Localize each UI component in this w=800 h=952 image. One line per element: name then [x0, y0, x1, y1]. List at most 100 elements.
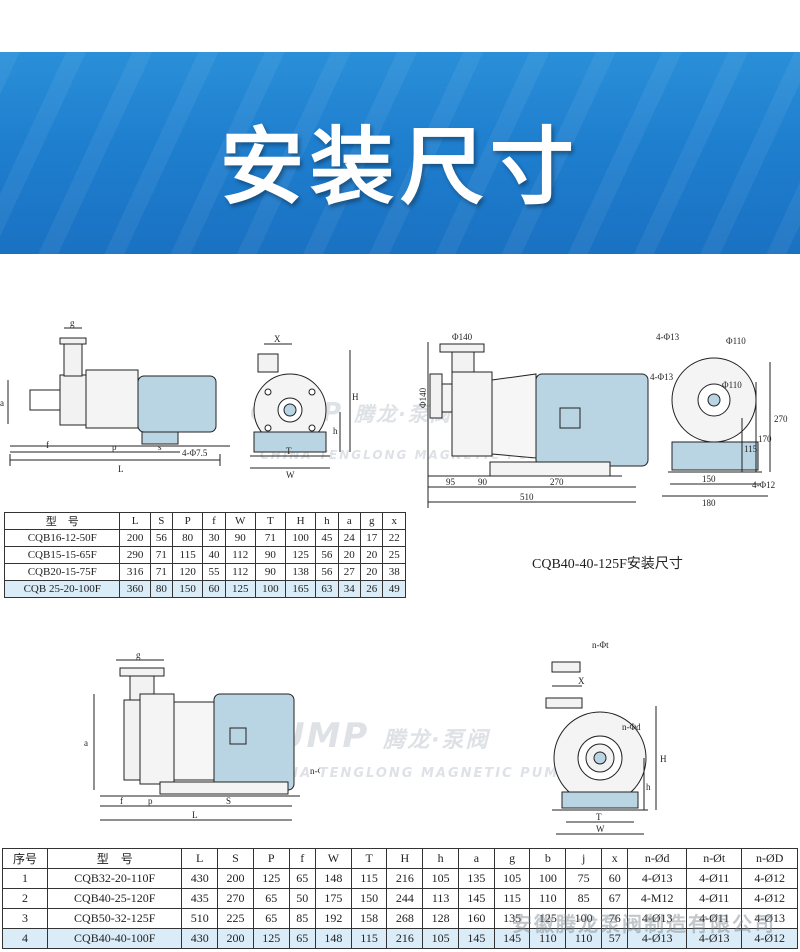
- dim3-s: S: [226, 796, 231, 806]
- table-cell: 55: [202, 563, 226, 581]
- dim-p: p: [112, 442, 117, 452]
- table-cell: 128: [422, 908, 459, 929]
- table-cell: 90: [254, 546, 286, 564]
- table-header-cell: g: [360, 512, 384, 530]
- dim-180: 180: [702, 498, 716, 508]
- dim-d110-top: Φ110: [726, 336, 746, 346]
- table-cell: 160: [457, 908, 495, 929]
- table-cell: 145: [457, 888, 495, 909]
- table-header-cell: P: [252, 848, 290, 869]
- table-header-cell: f: [202, 512, 226, 530]
- table-header-cell: S: [149, 512, 174, 530]
- table-header-cell: a: [457, 848, 495, 869]
- table-cell: 148: [314, 928, 352, 949]
- table-cell: 65: [288, 928, 316, 949]
- table-cell: 56: [315, 546, 339, 564]
- dim-h: h: [333, 426, 338, 436]
- table-cell: 148: [314, 868, 352, 889]
- table-header-cell: 型 号: [3, 512, 121, 530]
- table-header-cell: x: [600, 848, 629, 869]
- drawing-caption: CQB40-40-125F安装尺寸: [532, 557, 683, 572]
- table-cell: 112: [224, 546, 256, 564]
- dim4-H: H: [660, 754, 667, 764]
- drawing-large-pump-side: g a f p S L n-Φd: [84, 650, 320, 821]
- table-cell: 45: [315, 529, 339, 547]
- table-header-cell: a: [337, 512, 362, 530]
- table-cell: 65: [252, 908, 290, 929]
- table-cell: CQB20-15-75F: [3, 563, 121, 581]
- table-cell: CQB40-25-120F: [47, 888, 183, 909]
- table-cell: 1: [1, 868, 49, 889]
- dim-holes13-top: 4-Φ13: [656, 332, 680, 342]
- table-cell: 2: [1, 888, 49, 909]
- dim-holes: 4-Φ7.5: [182, 448, 208, 458]
- table-cell: 105: [493, 868, 531, 889]
- dim4-nd: n-Φd: [622, 722, 641, 732]
- table-cell: 115: [350, 868, 388, 889]
- table-cell: 60: [600, 868, 629, 889]
- table-cell: 71: [149, 546, 174, 564]
- table-header-cell: W: [314, 848, 352, 869]
- table-cell: 290: [119, 546, 151, 564]
- table-cell: 4-Ø13: [627, 928, 687, 949]
- dim-95: 95: [446, 477, 456, 487]
- dim-170: 170: [758, 434, 772, 444]
- title-banner: 安装尺寸: [0, 52, 800, 254]
- table-cell: 75: [565, 868, 602, 889]
- table-cell: 34: [337, 580, 362, 598]
- table-cell: 430: [181, 868, 219, 889]
- table-header-cell: x: [382, 512, 406, 530]
- table-cell: 268: [386, 908, 424, 929]
- dim-s: s: [158, 442, 162, 452]
- table-header-cell: h: [422, 848, 459, 869]
- table-header-cell: H: [284, 512, 317, 530]
- table-cell: 49: [382, 580, 406, 598]
- table-cell: 435: [181, 888, 219, 909]
- table-cell: 3: [1, 908, 49, 929]
- table-cell: 100: [284, 529, 317, 547]
- table-header-cell: T: [350, 848, 388, 869]
- dim3-g: g: [136, 650, 141, 660]
- dim-d110-mid: Φ110: [722, 380, 742, 390]
- table-cell: 115: [172, 546, 204, 564]
- table-cell: 65: [252, 888, 290, 909]
- drawing-small-pump: g a f p s L 4-Φ7.5 X H h T W: [0, 320, 359, 480]
- table-cell: 200: [217, 868, 254, 889]
- table-cell: 100: [529, 868, 567, 889]
- dim-d140-top: Φ140: [452, 332, 473, 342]
- table-cell: 510: [181, 908, 219, 929]
- table-cell: 63: [315, 580, 339, 598]
- dim-270-vertical: 270: [774, 414, 788, 424]
- table-cell: 20: [360, 563, 384, 581]
- table-cell: 85: [565, 888, 602, 909]
- table-cell: 110: [565, 928, 602, 949]
- table-cell: 4-Ø13: [685, 928, 743, 949]
- table-cell: 225: [217, 908, 254, 929]
- dim4-T: T: [596, 812, 602, 822]
- table-header-cell: n-Øt: [685, 848, 743, 869]
- dim-holes12: 4-Φ12: [752, 480, 775, 490]
- dim-150: 150: [702, 474, 716, 484]
- dim-H: H: [352, 392, 359, 402]
- dim3-f: f: [120, 796, 123, 806]
- table-cell: 112: [224, 563, 256, 581]
- table-cell: 80: [172, 529, 204, 547]
- table-cell: 115: [493, 888, 531, 909]
- table-cell: 244: [386, 888, 424, 909]
- dim4-h: h: [646, 782, 651, 792]
- table-cell: 135: [457, 868, 495, 889]
- table-cell: 38: [382, 563, 406, 581]
- drawing-large-pump-end: n-Φt X n-Φd H h T W: [545, 640, 667, 835]
- table-cell: 30: [202, 529, 226, 547]
- table-cell: 20: [360, 546, 384, 564]
- table-cell: 115: [350, 928, 388, 949]
- table-cell: 4-Ø13: [741, 908, 798, 929]
- table-cell: 165: [284, 580, 317, 598]
- table-cell: CQB40-40-100F: [47, 928, 183, 949]
- dim3-nd: n-Φd: [310, 766, 320, 776]
